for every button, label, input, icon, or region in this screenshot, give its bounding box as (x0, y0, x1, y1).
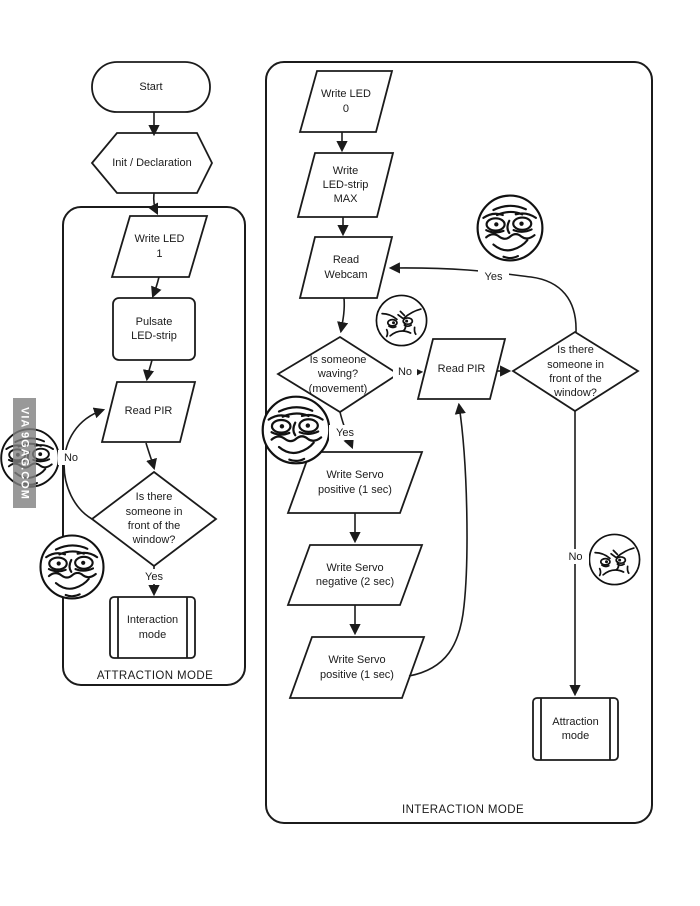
pulsate-led-strip-label: Pulsate LED-strip (131, 315, 177, 342)
write-led-0-label: Write LED 0 (321, 88, 371, 115)
edge-label-yes: Yes (139, 569, 169, 584)
write-servo-neg-parallelogram (286, 544, 424, 606)
edge-label-yes: Yes (478, 269, 509, 284)
arrow-webcam-to-waving (337, 297, 349, 334)
write-led-0-parallelogram (298, 70, 394, 133)
me-gusta-face (476, 194, 544, 262)
write-led-strip-max-label: Write LED-strip MAX (322, 164, 369, 206)
me-gusta-face (39, 534, 105, 600)
attraction-mode-subroutine (532, 697, 619, 761)
angry-face (588, 533, 641, 586)
read-pir-right-parallelogram (416, 338, 507, 400)
write-servo-pos-1-parallelogram (286, 451, 424, 514)
write-servo-neg-label: Write Servo negative (2 sec) (315, 561, 395, 588)
arrow-pulsate-to-read-pir (142, 359, 154, 382)
waving-question-label: Is someone waving? (movement) (308, 354, 368, 395)
arrow-servo3-loop-to-read-pir (408, 402, 468, 677)
arrow-read-pir-to-decision (145, 442, 157, 471)
write-servo-pos-2-parallelogram (288, 636, 426, 699)
attraction-mode-caption: ATTRACTION MODE (96, 669, 214, 682)
write-servo-pos-2-label: Write Servo positive (1 sec) (320, 654, 394, 681)
read-webcam-label: Read Webcam (324, 254, 368, 281)
read-pir-left-label: Read PIR (124, 404, 173, 417)
read-pir-left-parallelogram (100, 381, 197, 443)
edge-label-no: No (58, 450, 84, 465)
write-led-strip-max-parallelogram (296, 152, 395, 218)
arrow-write-led-1-to-pulsate (151, 276, 162, 299)
edge-label-yes: Yes (329, 425, 361, 440)
read-pir-right-label: Read PIR (437, 362, 486, 375)
start-terminator (91, 61, 211, 113)
write-servo-pos-1-label: Write Servo positive (1 sec) (318, 469, 392, 496)
init-declaration-label: Init / Declaration (112, 156, 192, 169)
interaction-mode-subroutine (109, 596, 196, 659)
arrow-init-to-write-led-1 (147, 192, 159, 216)
presence-question-right-label: Is there someone in front of the window? (547, 344, 604, 400)
edge-label-no: No (393, 364, 417, 379)
attraction-mode-box-label: Attraction mode (552, 715, 599, 742)
write-led-1-label: Write LED 1 (134, 233, 185, 260)
write-led-1-parallelogram (110, 215, 209, 278)
edge-label-no: No (562, 549, 589, 564)
presence-question-left-label: Is there someone in front of the window? (125, 491, 183, 547)
read-webcam-parallelogram (298, 236, 394, 299)
interaction-mode-caption: INTERACTION MODE (401, 803, 525, 816)
start-label: Start (139, 80, 163, 93)
arrow-presence-yes-to-webcam (388, 262, 577, 333)
init-declaration-hexagon (90, 132, 214, 194)
watermark-9gag: VIA 9GAG.COM (13, 398, 36, 508)
interaction-mode-label: Interaction mode (126, 614, 179, 641)
